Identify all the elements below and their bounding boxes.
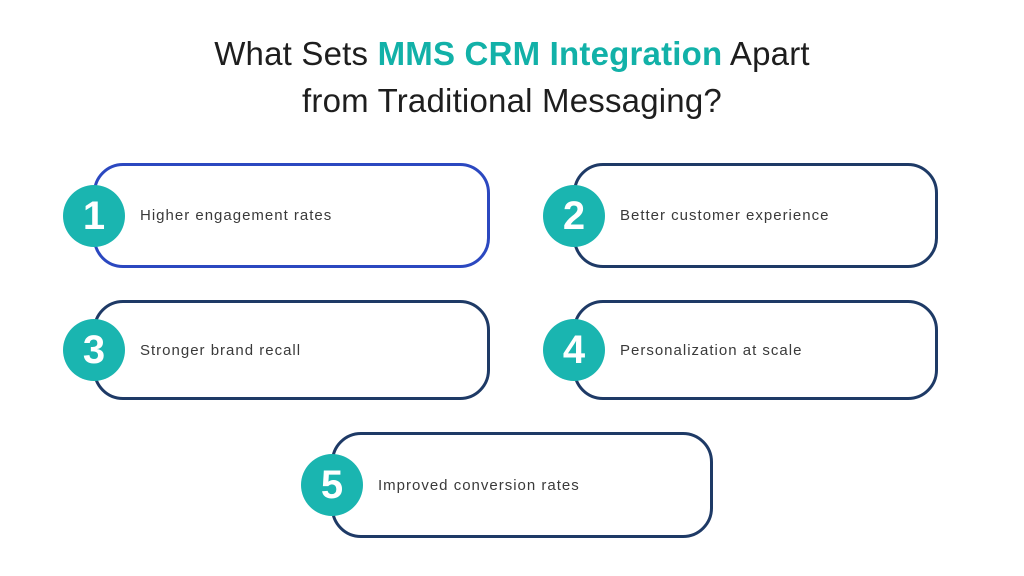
benefit-card-5: 5 Improved conversion rates [301, 432, 713, 538]
number-badge-5: 5 [301, 454, 363, 516]
number-badge-1: 1 [63, 184, 125, 247]
benefit-label-5: Improved conversion rates [378, 476, 580, 494]
number-badge-3: 3 [63, 319, 125, 381]
benefit-card-4: 4 Personalization at scale [543, 300, 938, 400]
benefit-label-3: Stronger brand recall [140, 341, 302, 359]
page-title: What Sets MMS CRM Integration Apart from… [0, 30, 1024, 124]
benefit-label-2: Better customer experience [620, 207, 830, 224]
benefit-card-3: 3 Stronger brand recall [63, 300, 490, 400]
number-badge-2: 2 [543, 184, 605, 247]
title-line1-highlight: MMS CRM Integration [377, 35, 723, 72]
number-badge-4: 4 [543, 319, 605, 381]
benefit-card-1: 1 Higher engagement rates [63, 163, 490, 268]
title-line-1: What Sets MMS CRM Integration Apart [0, 30, 1024, 77]
benefit-label-1: Higher engagement rates [140, 207, 333, 224]
title-line1-suffix: Apart [722, 35, 810, 72]
title-line-2: from Traditional Messaging? [302, 82, 722, 119]
benefit-card-2: 2 Better customer experience [543, 163, 938, 268]
benefit-label-4: Personalization at scale [620, 341, 803, 359]
title-line1-prefix: What Sets [214, 35, 378, 72]
